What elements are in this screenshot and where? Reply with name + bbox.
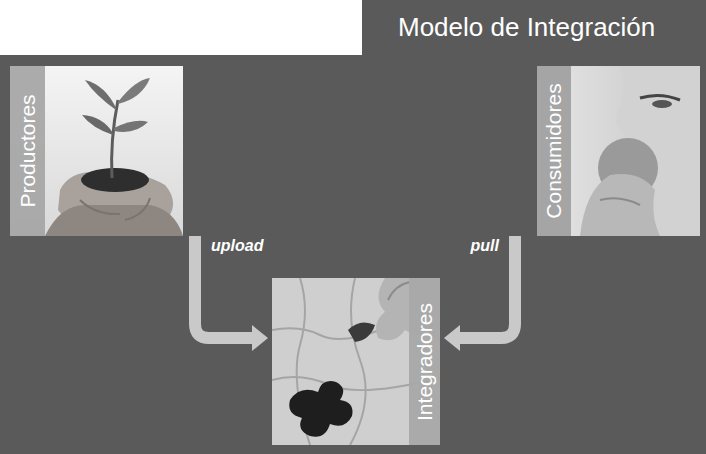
diagram-title: Modelo de Integración: [398, 12, 655, 43]
arrow-shaft: [458, 236, 515, 338]
flow-arrow: [444, 236, 515, 351]
arrow-head: [252, 325, 268, 351]
title-box: Modelo de Integración: [362, 0, 706, 55]
node-label: Integradores: [413, 303, 437, 421]
photo-node: Consumidores: [537, 66, 700, 236]
label-band: Consumidores: [537, 66, 571, 236]
edge-label: pull: [469, 237, 501, 255]
arrow-head: [444, 325, 460, 351]
puzzle-photo: [272, 278, 440, 445]
edge-label: upload: [209, 237, 265, 255]
flow-arrow: [195, 236, 268, 351]
photo-node: Integradores: [272, 278, 440, 445]
node-label: Consumidores: [542, 83, 566, 218]
title-band: [362, 0, 706, 55]
label-band: Integradores: [409, 278, 440, 445]
node-label: Productores: [16, 94, 40, 207]
label-band: Productores: [10, 66, 45, 236]
grey-panel: [0, 55, 706, 454]
eating-face-photo: [537, 66, 700, 236]
seedling-photo: [10, 66, 183, 236]
photo-node: Productores: [10, 66, 183, 236]
